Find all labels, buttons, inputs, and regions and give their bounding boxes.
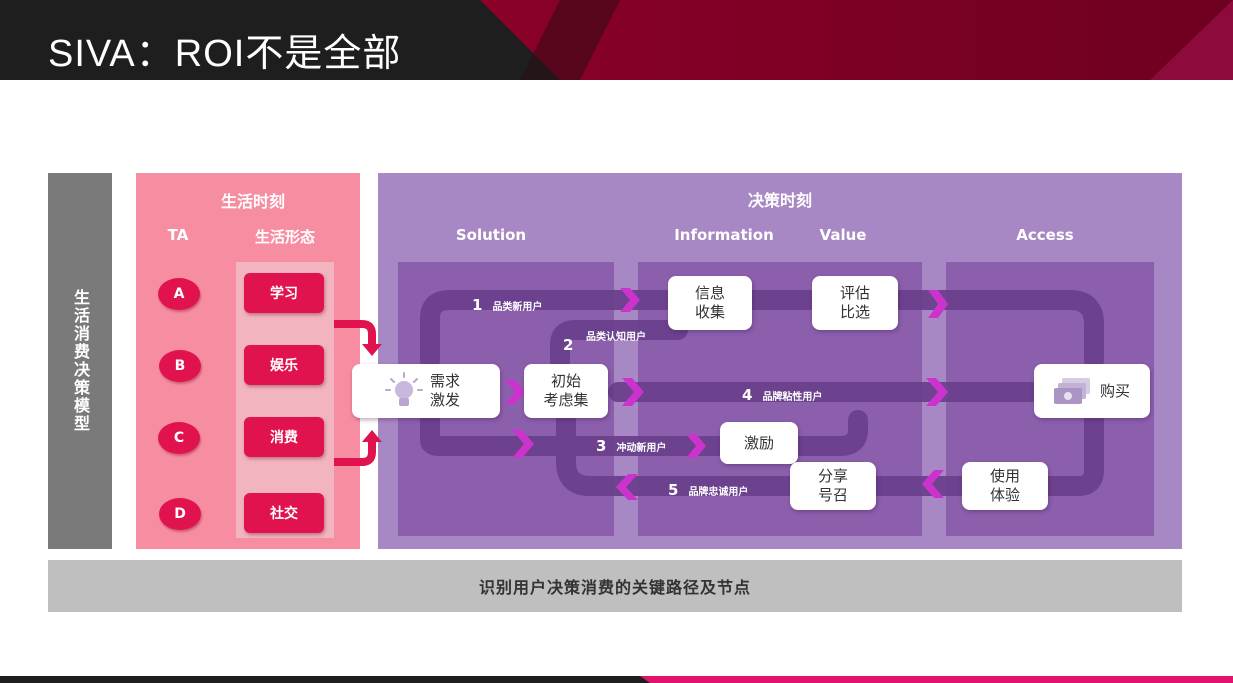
column-header-access: Access	[1016, 226, 1074, 244]
side-label-text: 生活消费决策模型	[71, 289, 90, 433]
chevron-right-icon	[926, 378, 948, 406]
node-initial-consideration: 初始 考虑集	[524, 364, 608, 418]
life-forms-header: 生活形态	[254, 228, 315, 246]
node-info-collection: 信息 收集	[668, 276, 752, 330]
chevron-right-icon	[686, 434, 706, 458]
connector-bottom	[334, 440, 376, 466]
node-evaluation: 评估 比选	[812, 276, 898, 330]
header-banner	[0, 0, 1233, 80]
path-1-line	[420, 290, 1104, 370]
life-panel-title: 生活时刻	[220, 192, 285, 211]
ta-header: TA	[167, 226, 189, 244]
path-2-line	[550, 320, 688, 382]
path-1-text: 品类新用户	[492, 302, 543, 313]
node-share-call: 分享 号召	[790, 462, 876, 510]
decision-panel-title: 决策时刻	[747, 191, 812, 210]
chevron-right-icon	[512, 430, 534, 458]
ta-circle-d: D	[159, 498, 201, 530]
path-3-label: 3 冲动新用户	[596, 437, 666, 455]
lightbulb-icon	[385, 372, 423, 406]
path-1-number: 1	[472, 296, 483, 314]
node-usage-experience: 使用 体验	[962, 462, 1048, 510]
life-form-entertainment: 娱乐	[244, 345, 324, 385]
node-incentive: 激励	[720, 422, 798, 464]
arrow-down-icon	[362, 344, 382, 356]
path-2-number: 2	[563, 336, 574, 354]
ta-circle-a: A	[158, 278, 200, 310]
path-1-label: 1 品类新用户	[472, 296, 542, 314]
node-purchase-label: 购买	[1099, 381, 1130, 400]
page-title: SIVA：ROI不是全部	[48, 33, 402, 75]
path-5-text: 品牌忠诚用户	[688, 487, 749, 498]
life-form-social: 社交	[244, 493, 324, 533]
path-4-number: 4	[742, 386, 753, 404]
chevron-right-icon	[620, 288, 640, 312]
chevron-right-icon	[505, 380, 525, 404]
arrow-up-icon	[362, 430, 382, 442]
path-3-text: 冲动新用户	[616, 443, 667, 454]
chevron-right-icon	[928, 290, 948, 318]
connector-top	[334, 320, 376, 346]
ta-circle-c: C	[158, 422, 200, 454]
node-purchase: 购买	[1034, 364, 1150, 418]
path-5-label: 5 品牌忠诚用户	[668, 481, 748, 499]
chevron-right-icon	[622, 378, 644, 406]
ta-circle-b: B	[159, 350, 201, 382]
chevron-left-icon	[616, 474, 638, 500]
footer-strip	[0, 676, 1233, 683]
column-header-value: Value	[819, 226, 867, 244]
node-need-arousal: 需求 激发	[352, 364, 500, 418]
path-4-label: 4 品牌粘性用户	[742, 386, 822, 404]
path-2-text: 品类认知用户	[586, 332, 646, 343]
money-icon	[1053, 378, 1090, 404]
bottom-summary-bar: 识别用户决策消费的关键路径及节点	[48, 560, 1182, 612]
side-label: 生活消费决策模型	[48, 173, 112, 549]
life-form-consumption: 消费	[244, 417, 324, 457]
column-header-solution: Solution	[455, 226, 527, 244]
node-need-label: 需求 激发	[430, 372, 461, 409]
column-header-information: Information	[674, 226, 774, 244]
path-5-number: 5	[668, 481, 679, 499]
chevron-left-icon	[922, 470, 944, 498]
life-form-study: 学习	[244, 273, 324, 313]
path-3-number: 3	[596, 437, 607, 455]
path-4-text: 品牌粘性用户	[762, 392, 823, 403]
